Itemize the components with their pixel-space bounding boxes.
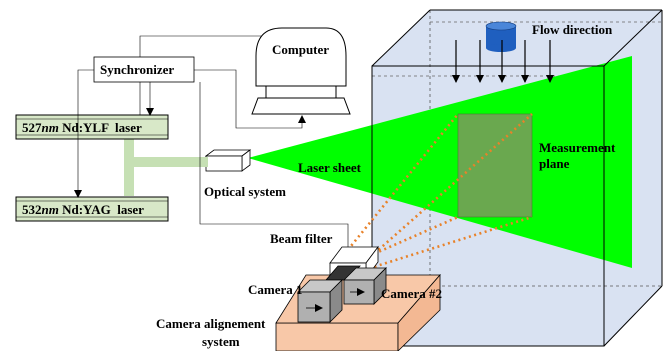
tank-top-face <box>372 10 662 66</box>
label-laser-532: 532nm Nd:YAG laser <box>22 202 144 217</box>
label-optical-system: Optical system <box>204 184 286 199</box>
camera-1 <box>297 279 343 323</box>
camera-2 <box>343 267 387 305</box>
flow-source-cylinder <box>485 21 517 52</box>
computer <box>251 27 351 115</box>
synchronizer-box <box>93 56 195 83</box>
label-system: system <box>202 334 240 349</box>
label-laser-527: 527nm Nd:YLF laser <box>22 120 142 135</box>
beam-path <box>124 138 208 196</box>
flow-arrows <box>452 40 554 83</box>
label-flow-direction: Flow direction <box>532 22 613 37</box>
optical-system <box>204 149 252 172</box>
computer-monitor <box>255 27 347 87</box>
measurement-plane <box>457 113 533 218</box>
computer-keyboard <box>251 97 351 115</box>
label-measurement: Measurement <box>539 140 616 155</box>
label-plane: plane <box>539 156 570 171</box>
label-camera-2: Camera #2 <box>381 286 442 301</box>
camera-view-lines <box>332 113 533 272</box>
label-camera-alignment: Camera alignement <box>156 316 266 331</box>
label-laser-sheet: Laser sheet <box>298 160 362 175</box>
label-camera-1: Camera 1 <box>248 282 303 297</box>
beam-filter <box>325 245 379 281</box>
label-computer: Computer <box>272 42 329 57</box>
label-beam-filter: Beam filter <box>270 231 333 246</box>
label-synchronizer: Synchronizer <box>100 62 174 77</box>
laser-sheet <box>248 56 632 268</box>
